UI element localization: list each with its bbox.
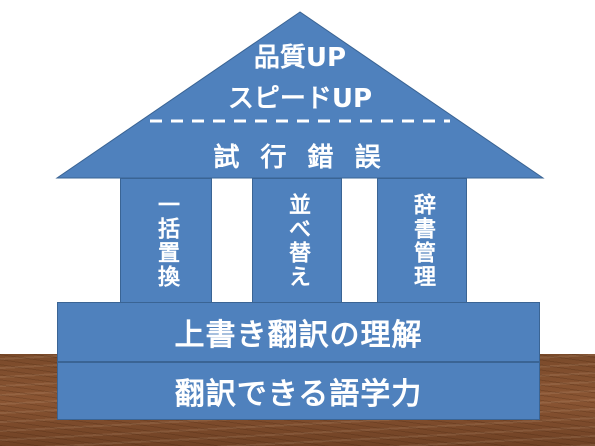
band-overwrite-translation: 上書き翻訳の理解 bbox=[57, 302, 540, 362]
roof-label-speed: スピードUP bbox=[227, 84, 373, 114]
pillar-dictionary-management: 辞書管理 bbox=[377, 178, 467, 304]
roof-label-quality: 品質UP bbox=[253, 43, 347, 73]
roof-label-trial-error: 試 行 錯 誤 bbox=[213, 143, 387, 173]
pillar-batch-replace: 一括置換 bbox=[120, 178, 212, 304]
band-language-skill: 翻訳できる語学力 bbox=[57, 362, 540, 420]
pillar-sort: 並べ替え bbox=[252, 178, 342, 304]
